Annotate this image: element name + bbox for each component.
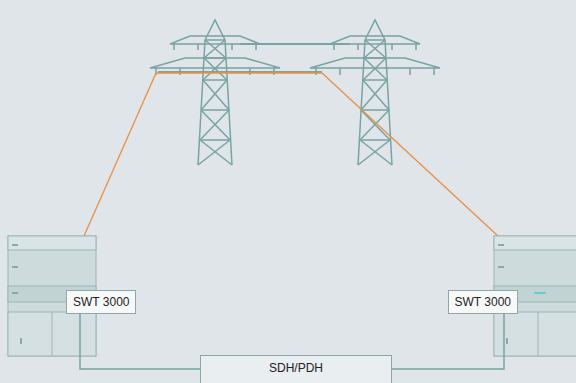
transmission-tower: [310, 20, 440, 165]
network-box: SDH/PDH: [200, 355, 392, 383]
transmission-tower: [150, 20, 280, 165]
node-text: SWT 3000: [455, 295, 511, 309]
device-label: SWT 3000: [66, 290, 136, 314]
network-link: [80, 314, 200, 369]
device-label: SWT 3000: [448, 290, 518, 314]
node-text: SDH/PDH: [269, 361, 323, 375]
coupling-line: [84, 73, 498, 236]
node-text: SWT 3000: [73, 295, 129, 309]
network-link: [392, 314, 504, 369]
